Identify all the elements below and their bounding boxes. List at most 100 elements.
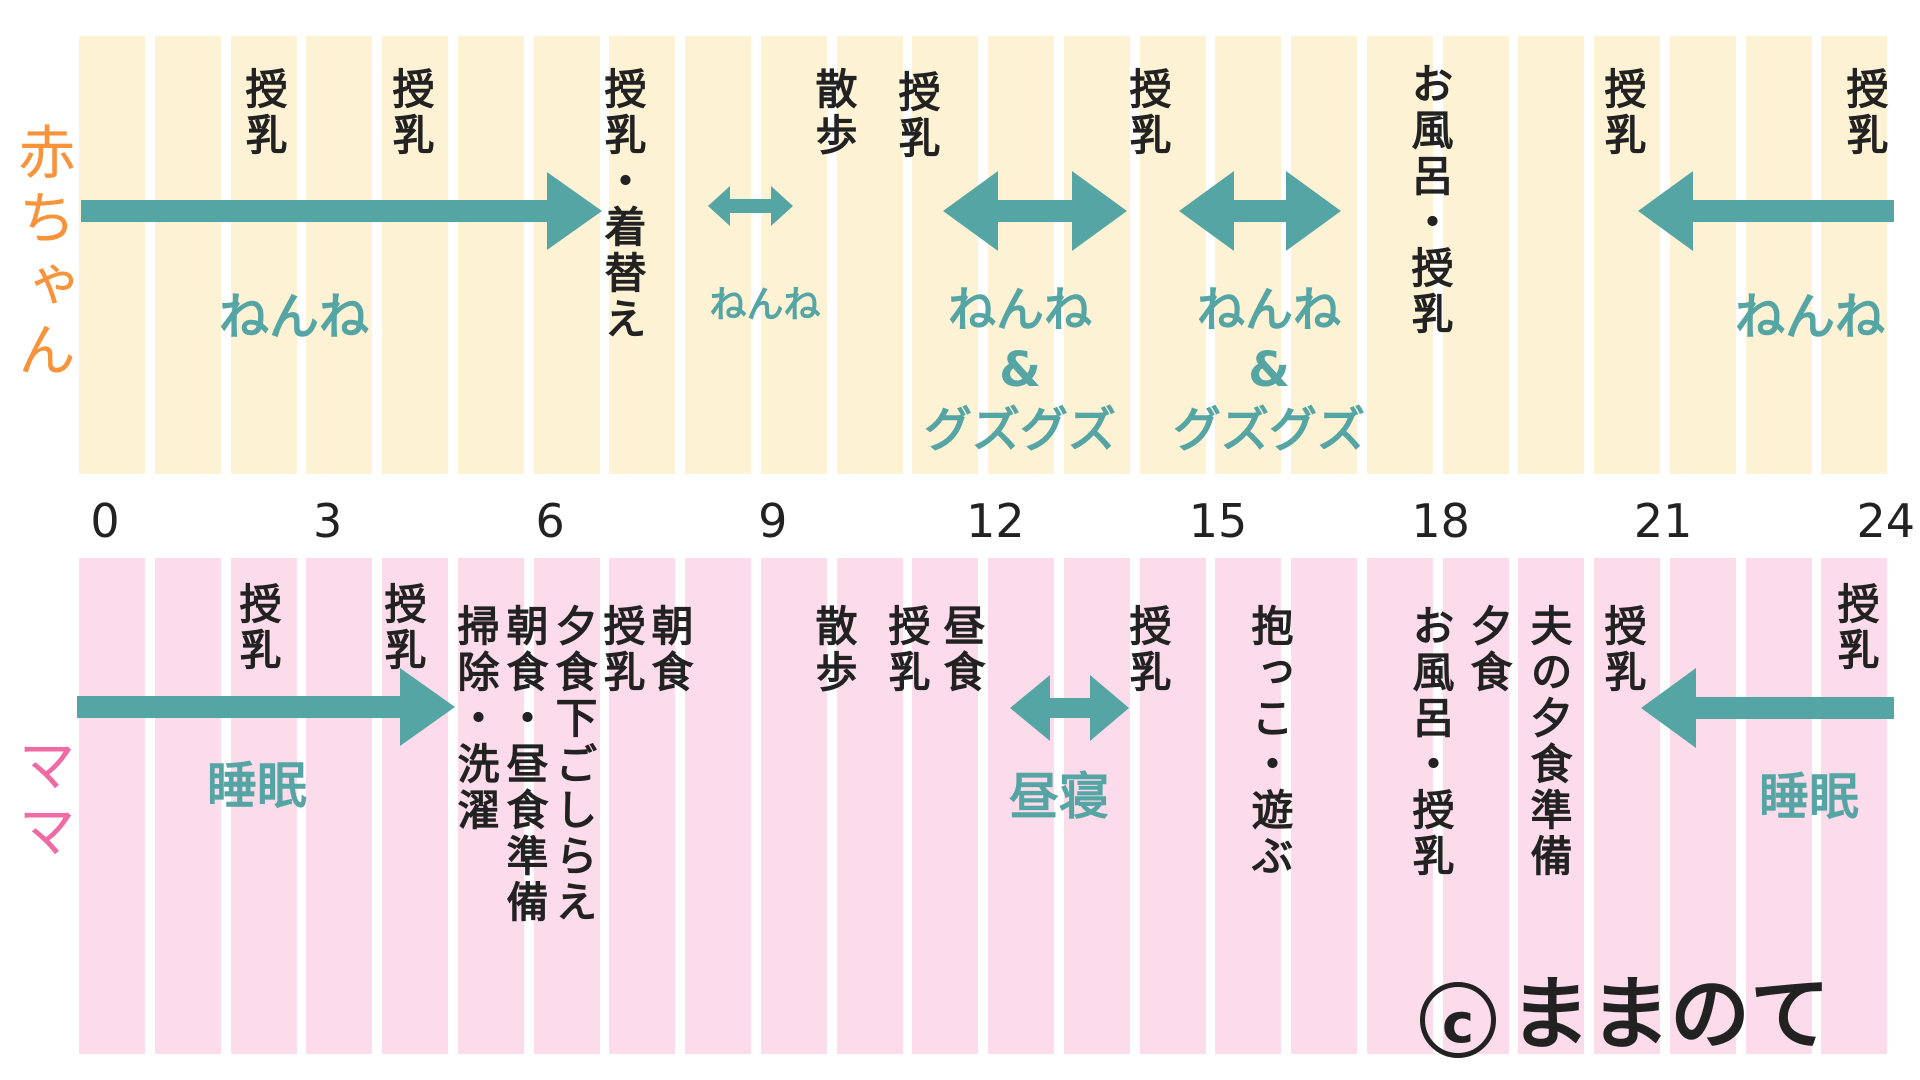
mama-activity: 朝食	[645, 604, 694, 696]
baby-hour-column	[1215, 36, 1282, 474]
double-arrow-icon	[1179, 171, 1341, 251]
brand-name: ままのて	[1510, 968, 1830, 1061]
baby-sleep-fussy-label: ねんね & グズグズ	[924, 280, 1116, 460]
mama-activity: 夕食	[1464, 604, 1513, 696]
mama-activity: 授乳	[378, 582, 427, 674]
baby-activity: 散歩	[809, 67, 858, 159]
baby-hour-column	[533, 36, 600, 474]
mama-hour-column	[1063, 558, 1130, 1054]
baby-hour-column	[230, 36, 297, 474]
baby-sleep-label: ねんね	[709, 283, 821, 326]
hour-tick-label: 12	[966, 494, 1025, 548]
mama-activity: 授乳	[1123, 604, 1172, 696]
baby-hour-column	[382, 36, 448, 474]
baby-activity: 授乳	[1840, 67, 1889, 159]
label-line: グズグズ	[1172, 402, 1366, 458]
baby-hour-column	[1669, 36, 1736, 474]
baby-hour-column	[609, 36, 676, 474]
baby-hour-column	[457, 36, 524, 474]
mama-hour-column	[1291, 558, 1357, 1054]
mama-activity: 朝食・昼食準備	[500, 604, 549, 926]
mama-hour-column	[230, 558, 297, 1054]
baby-hour-column	[79, 36, 145, 474]
hour-tick-label: 15	[1188, 494, 1248, 548]
left-arrow-icon	[1638, 171, 1894, 251]
label-line: ねんね	[1196, 282, 1342, 338]
baby-hour-column	[1518, 36, 1585, 474]
label-line: &	[1248, 342, 1290, 398]
baby-activity: 授乳	[386, 67, 435, 159]
baby-hour-column	[1442, 36, 1509, 474]
mama-hour-column	[1669, 558, 1736, 1054]
baby-activity: 授乳	[1123, 67, 1172, 159]
baby-activity: 授乳	[239, 67, 288, 159]
baby-hour-column	[1063, 36, 1130, 474]
baby-hour-column	[836, 36, 903, 474]
hour-tick-label: 24	[1856, 494, 1916, 548]
baby-activity: 授乳・着替え	[598, 67, 647, 343]
mama-hour-column	[1821, 558, 1888, 1054]
mama-activity: 授乳	[1598, 604, 1647, 696]
mama-hour-column	[988, 558, 1054, 1054]
mama-activity: 授乳	[882, 604, 931, 696]
hour-tick-label: 0	[90, 494, 120, 548]
baby-hour-column	[1139, 36, 1206, 474]
hour-tick-label: 3	[312, 494, 343, 548]
double-arrow-icon	[708, 186, 793, 226]
mama-nap-label: 昼寝	[1009, 768, 1109, 826]
mama-hour-column	[79, 558, 145, 1054]
baby-sleep-fussy-label: ねんね & グズグズ	[1173, 280, 1365, 460]
baby-sleep-label: ねんね	[219, 288, 369, 346]
mama-hour-column	[382, 558, 448, 1054]
mama-hour-column	[457, 558, 524, 1054]
mama-hour-column	[1518, 558, 1585, 1054]
mama-hour-column	[1366, 558, 1433, 1054]
mama-activity: 授乳	[597, 604, 646, 696]
hour-tick-label: 6	[535, 494, 565, 548]
right-arrow-icon	[77, 668, 455, 746]
mama-activity: 散歩	[809, 604, 858, 696]
mama-hour-column	[1139, 558, 1206, 1054]
baby-sleep-label: ねんね	[1735, 288, 1885, 346]
baby-activity: 授乳	[892, 70, 941, 162]
left-arrow-icon	[1641, 668, 1894, 748]
baby-hour-column	[1821, 36, 1888, 474]
hour-tick-label: 9	[758, 494, 788, 548]
hour-tick-label: 18	[1411, 494, 1470, 548]
mama-activity: 授乳	[1831, 582, 1880, 674]
mama-hour-column	[609, 558, 676, 1054]
label-line: &	[999, 342, 1041, 398]
baby-hour-column	[1594, 36, 1660, 474]
baby-hour-column	[760, 36, 827, 474]
baby-hour-column	[1366, 36, 1433, 474]
mama-hour-column	[685, 558, 751, 1054]
baby-hour-column	[1291, 36, 1357, 474]
right-arrow-icon	[81, 172, 602, 250]
baby-activity: お風呂・授乳	[1405, 62, 1454, 338]
mama-hour-column	[306, 558, 373, 1054]
mama-sleep-label: 睡眠	[207, 757, 307, 815]
baby-hour-column	[685, 36, 751, 474]
label-line: グズグズ	[923, 402, 1117, 458]
baby-row-label: 赤ちゃん	[8, 122, 76, 386]
mama-activity: 昼食	[937, 604, 986, 696]
mama-hour-column	[533, 558, 600, 1054]
mama-hour-column	[912, 558, 979, 1054]
mama-activity: 掃除・洗濯	[451, 604, 500, 834]
baby-hour-column	[306, 36, 373, 474]
mama-activity: お風呂・授乳	[1406, 604, 1455, 880]
mama-hour-column	[154, 558, 221, 1054]
mama-hour-column	[1745, 558, 1812, 1054]
mama-hour-column	[760, 558, 827, 1054]
mama-sleep-label: 睡眠	[1759, 768, 1859, 826]
mama-row-label: ママ	[8, 735, 76, 867]
label-line: ねんね	[947, 282, 1093, 338]
baby-hour-column	[154, 36, 221, 474]
hour-tick-label: 21	[1633, 494, 1693, 548]
mama-hour-column	[1594, 558, 1660, 1054]
mama-activity: 授乳	[233, 582, 282, 674]
double-arrow-icon	[1010, 675, 1129, 741]
mama-activity: 夫の夕食準備	[1524, 604, 1573, 880]
